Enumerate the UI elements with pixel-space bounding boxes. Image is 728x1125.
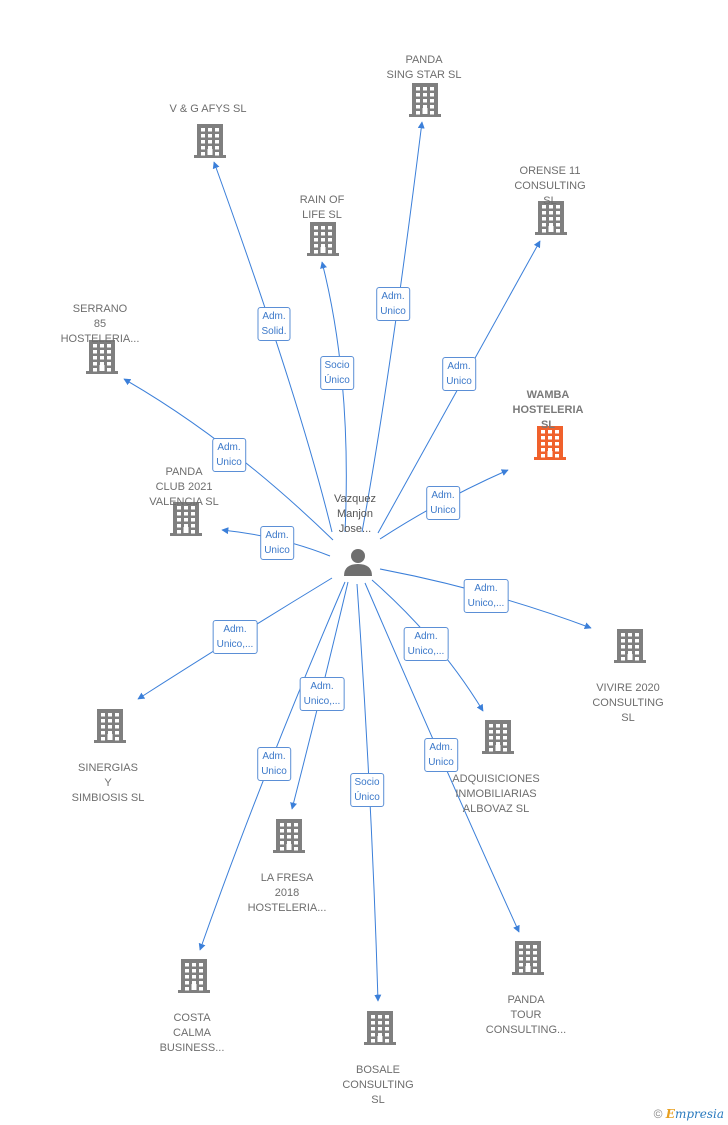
person-name-label[interactable]: Vazquez Manjon Jose... <box>334 493 376 535</box>
building-icon[interactable] <box>535 201 567 235</box>
company-label-sinergias[interactable]: SINERGIAS Y SIMBIOSIS SL <box>71 762 145 804</box>
company-label-wamba[interactable]: WAMBA HOSTELERIA SL <box>512 389 584 431</box>
building-icon[interactable] <box>86 340 118 374</box>
building-icon[interactable] <box>614 629 646 663</box>
empresia-logo: Empresia <box>665 1107 724 1121</box>
company-label-rain-of-life[interactable]: RAIN OF LIFE SL <box>299 194 345 221</box>
company-label-panda-sing-star[interactable]: PANDA SING STAR SL <box>386 54 462 81</box>
building-icon[interactable] <box>512 941 544 975</box>
edge-role-sinergias[interactable]: Adm. Unico,... <box>212 620 258 654</box>
copyright-symbol: © <box>653 1107 663 1121</box>
edge-panda-sing-star <box>361 121 425 533</box>
building-icon[interactable] <box>534 426 566 460</box>
building-icon[interactable] <box>409 83 441 117</box>
edge-role-la-fresa[interactable]: Adm. Unico,... <box>299 677 345 711</box>
company-label-vg-afys[interactable]: V & G AFYS SL <box>169 103 247 115</box>
company-label-panda-club[interactable]: PANDA CLUB 2021 VALENCIA SL <box>149 466 219 508</box>
edge-role-vg-afys[interactable]: Adm. Solid. <box>257 307 291 341</box>
edge-role-adquisiciones[interactable]: Adm. Unico,... <box>403 627 449 661</box>
building-icon[interactable] <box>364 1011 396 1045</box>
company-label-costa-calma[interactable]: COSTA CALMA BUSINESS... <box>159 1012 225 1054</box>
company-label-vivire-2020[interactable]: VIVIRE 2020 CONSULTING SL <box>592 682 664 724</box>
building-icon[interactable] <box>194 124 226 158</box>
edge-role-bosale[interactable]: Socio Único <box>350 773 384 807</box>
company-label-orense-11[interactable]: ORENSE 11 CONSULTING SL <box>514 165 586 207</box>
edge-role-panda-tour[interactable]: Adm. Unico <box>424 738 458 772</box>
edge-role-costa-calma[interactable]: Adm. Unico <box>257 747 291 781</box>
person-icon[interactable] <box>344 549 372 576</box>
building-icon[interactable] <box>482 720 514 754</box>
edge-role-serrano-85[interactable]: Adm. Unico <box>212 438 246 472</box>
footer-brand[interactable]: © Empresia <box>654 1107 724 1121</box>
edge-vg-afys <box>212 161 333 533</box>
building-icon[interactable] <box>170 502 202 536</box>
edge-role-wamba[interactable]: Adm. Unico <box>426 486 460 520</box>
building-icon[interactable] <box>94 709 126 743</box>
edge-role-vivire-2020[interactable]: Adm. Unico,... <box>463 579 509 613</box>
building-icon[interactable] <box>307 222 339 256</box>
company-label-serrano-85[interactable]: SERRANO 85 HOSTELERIA... <box>60 303 140 345</box>
edge-orense-11 <box>377 240 541 534</box>
company-label-bosale[interactable]: BOSALE CONSULTING SL <box>342 1064 414 1106</box>
edge-role-rain-of-life[interactable]: Socio Único <box>320 356 354 390</box>
company-label-la-fresa[interactable]: LA FRESA 2018 HOSTELERIA... <box>247 872 327 914</box>
edge-role-panda-sing-star[interactable]: Adm. Unico <box>376 287 410 321</box>
company-label-adquisiciones[interactable]: ADQUISICIONES INMOBILIARIAS ALBOVAZ SL <box>452 773 540 815</box>
company-label-panda-tour[interactable]: PANDA TOUR CONSULTING... <box>485 994 567 1036</box>
building-icon[interactable] <box>178 959 210 993</box>
building-icon[interactable] <box>273 819 305 853</box>
edge-role-panda-club[interactable]: Adm. Unico <box>260 526 294 560</box>
edge-role-orense-11[interactable]: Adm. Unico <box>442 357 476 391</box>
